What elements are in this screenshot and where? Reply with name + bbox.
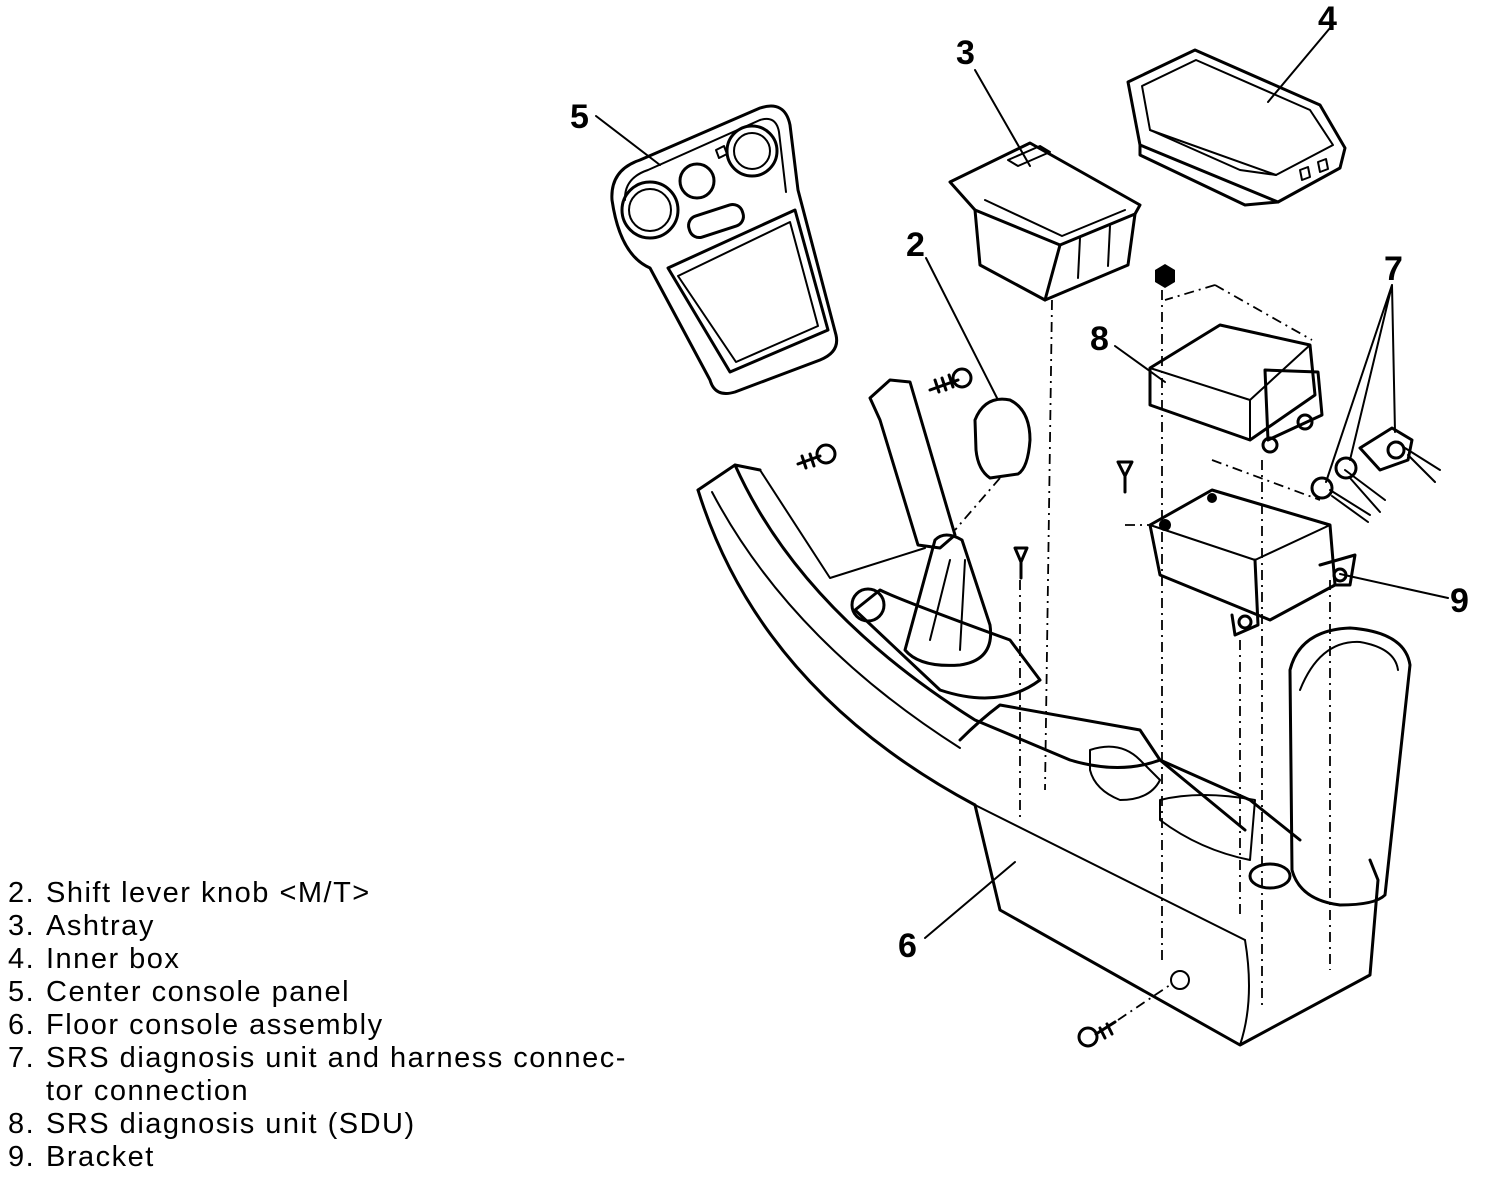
callout-8: 8 — [1090, 320, 1109, 358]
leader-line-3 — [974, 69, 1031, 167]
leader-line-8 — [1114, 345, 1166, 383]
floor-console-drawing — [696, 290, 1412, 1047]
bracket-drawing — [1125, 459, 1357, 637]
shift-bracket-drawing — [868, 378, 957, 550]
callout-5: 5 — [570, 98, 589, 136]
legend-item: 6.Floor console assembly — [8, 1009, 384, 1041]
callout-9: 9 — [1450, 582, 1469, 620]
legend-item: 2.Shift lever knob <M/T> — [8, 877, 371, 909]
legend-item: 8.SRS diagnosis unit (SDU) — [8, 1108, 416, 1140]
legend-item: 9.Bracket — [8, 1141, 155, 1173]
leader-line-5 — [595, 115, 661, 166]
screw-icon — [1013, 546, 1029, 580]
screw-icon — [1077, 984, 1171, 1048]
leader-line-6 — [924, 861, 1016, 939]
legend-item: 5.Center console panel — [8, 976, 351, 1008]
leader-line-4 — [1267, 27, 1331, 103]
leader-line-7 — [1325, 284, 1396, 483]
nut-icon — [1155, 264, 1175, 288]
callout-4: 4 — [1318, 0, 1337, 38]
legend-item: 4.Inner box — [8, 943, 181, 975]
leader-line-9 — [1339, 573, 1449, 599]
legend-item: 7.SRS diagnosis unit and harness connec- — [8, 1042, 627, 1074]
callout-7: 7 — [1384, 250, 1403, 288]
parts-legend: 2.Shift lever knob <M/T> 3.Ashtray 4.Inn… — [8, 877, 627, 1174]
center-console-panel-drawing — [610, 104, 839, 395]
callout-3: 3 — [956, 34, 975, 72]
callout-2: 2 — [906, 226, 925, 264]
inner-box-drawing — [1126, 48, 1347, 207]
harness-connector-drawing — [1310, 426, 1441, 523]
callout-6: 6 — [898, 927, 917, 965]
srs-diagnosis-unit-drawing — [1148, 284, 1324, 454]
screw-icon — [1116, 460, 1134, 494]
screw-icon — [928, 367, 973, 394]
legend-item-continuation: tor connection — [46, 1075, 250, 1107]
leader-line-2 — [925, 257, 998, 399]
ashtray-drawing — [948, 141, 1142, 302]
bolt-hole-icon — [1170, 970, 1190, 990]
shift-knob-drawing — [954, 397, 1032, 531]
legend-item: 3.Ashtray — [8, 910, 155, 942]
screw-icon — [796, 443, 837, 470]
